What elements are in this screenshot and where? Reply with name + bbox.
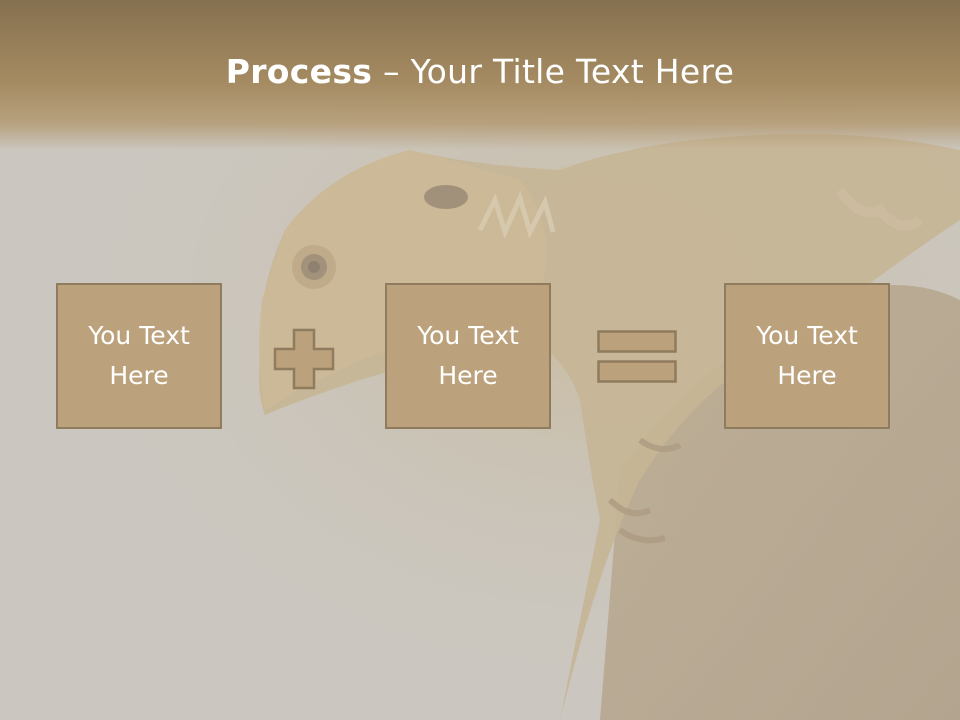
- text-box-3[interactable]: You Text Here: [724, 283, 890, 429]
- text-box-1-label: You Text Here: [88, 321, 190, 390]
- plus-icon: [273, 328, 335, 390]
- equals-icon: [597, 330, 677, 383]
- text-box-1[interactable]: You Text Here: [56, 283, 222, 429]
- text-box-2-label: You Text Here: [417, 321, 519, 390]
- title-rest: – Your Title Text Here: [372, 52, 735, 91]
- text-box-3-label: You Text Here: [756, 321, 858, 390]
- slide-title: Process – Your Title Text Here: [0, 52, 960, 91]
- text-box-2[interactable]: You Text Here: [385, 283, 551, 429]
- title-bar: [0, 0, 960, 150]
- title-bold: Process: [225, 52, 373, 91]
